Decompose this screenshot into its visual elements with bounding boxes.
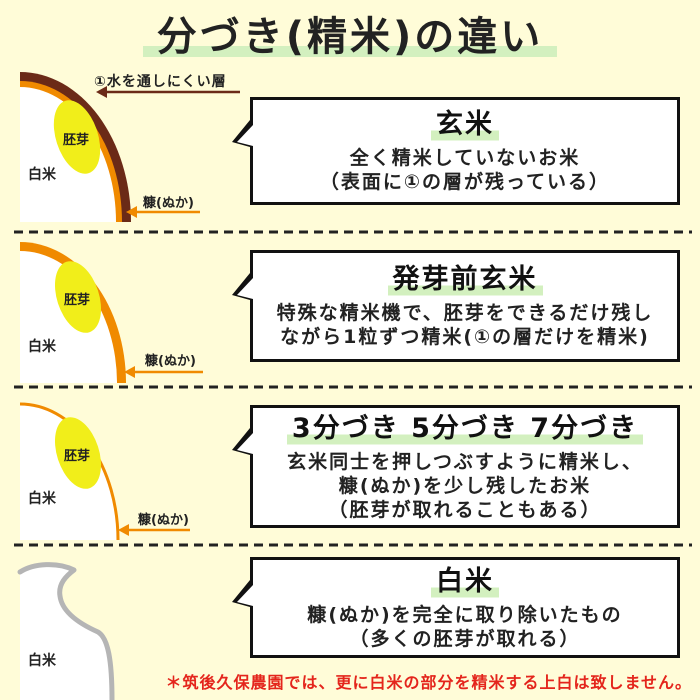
white-rice-core (20, 564, 112, 700)
bubble-heading: 白米 (431, 564, 499, 599)
bran-arrow (124, 366, 203, 378)
water-resistant-layer-label: ①水を通しにくい層 (94, 74, 227, 90)
white-rice-label: 白米 (28, 491, 56, 507)
partially-polished-rice-bubble: 3分づき 5分づき 7分づき 玄米同士を押しつぶすように精米し、 糠(ぬか)を少… (232, 405, 680, 528)
bubble-heading: 玄米 (431, 108, 499, 142)
bubble-text-line: 特殊な精米機で、胚芽をできるだけ残し (276, 302, 654, 324)
bubble-text-line: 糠(ぬか)を完全に取り除いたもの (307, 603, 623, 626)
embryo-label: 胚芽 (64, 449, 91, 464)
page-title: 分づき(精米)の違い (142, 14, 558, 60)
embryo-shape (54, 417, 102, 489)
embryo-shape (53, 100, 101, 174)
embryo-shape (54, 261, 102, 333)
bran-arrow (118, 524, 190, 536)
pre-germination-rice-grain-illustration (20, 242, 126, 383)
bubble-text-line: （胚芽が取れることもある） (328, 498, 602, 521)
bran-label: 糠(ぬか) (145, 354, 196, 369)
bubble-heading: 発芽前玄米 (387, 263, 543, 297)
bran-label: 糠(ぬか) (143, 196, 194, 211)
bubble-heading: 3分づき 5分づき 7分づき (286, 411, 644, 446)
brown-rice-grain-illustration (20, 72, 131, 222)
partially-polished-rice-grain-illustration (20, 402, 120, 540)
layer-arrow (96, 86, 240, 98)
white-rice-label: 白米 (28, 653, 56, 669)
white-rice-bubble: 白米 糠(ぬか)を完全に取り除いたもの （多くの胚芽が取れる） (232, 557, 680, 658)
bran-label: 糠(ぬか) (138, 513, 189, 528)
bran-arrow (126, 206, 200, 218)
bubble-text-line: 玄米同士を押しつぶすように精米し、 (287, 450, 643, 473)
polished-outline (17, 562, 115, 700)
white-rice-label: 白米 (28, 339, 56, 355)
bubble-text-line: （多くの胚芽が取れる） (349, 627, 581, 650)
embryo-label: 胚芽 (63, 133, 90, 148)
bubble-text-line: 糠(ぬか)を少し残したお米 (338, 474, 592, 497)
bubble-text-line: ながら1粒ずつ精米(①の層だけを精米) (280, 326, 650, 348)
bubble-text-line: （表面に①の層が残っている） (319, 171, 611, 193)
footnote: ＊筑後久保農園では、更に白米の部分を精米する上白は致しません。 (165, 673, 692, 692)
white-rice-label: 白米 (28, 167, 56, 183)
title-container: 分づき(精米)の違い (0, 4, 700, 62)
pre-germination-rice-bubble: 発芽前玄米 特殊な精米機で、胚芽をできるだけ残し ながら1粒ずつ精米(①の層だけ… (232, 250, 680, 362)
brown-rice-bubble: 玄米 全く精米していないお米 （表面に①の層が残っている） (232, 97, 680, 205)
bubble-text-line: 全く精米していないお米 (349, 147, 581, 169)
embryo-label: 胚芽 (64, 293, 91, 308)
white-rice-grain-illustration (17, 562, 115, 700)
